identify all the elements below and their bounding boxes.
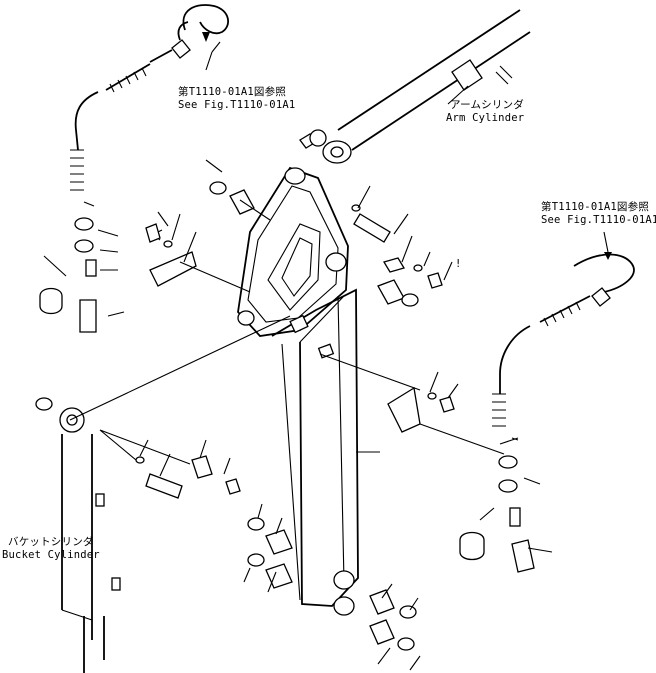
ref-top-label-jp: 第T1110-01A1図参照 (178, 86, 287, 98)
bracket-left (145, 211, 197, 287)
ref-top-label-en: See Fig.T1110-01A1 (178, 99, 296, 111)
pin-bolt-lower-left (135, 439, 241, 499)
bracket-right (387, 371, 459, 433)
hole-mark: ! (455, 258, 462, 270)
fittings-left (39, 217, 125, 333)
arm-body (237, 166, 359, 616)
hose-right (459, 253, 635, 573)
arm-cylinder (299, 9, 531, 164)
leader-lines (69, 32, 612, 465)
bushings-upper (205, 129, 419, 307)
ref-right-label-en: See Fig.T1110-01A1 (541, 214, 656, 226)
bucket-cylinder-label-en: Bucket Cylinder (2, 549, 100, 561)
arm-cylinder-label-jp: アームシリンダ (450, 99, 524, 111)
bucket-cylinder (35, 397, 121, 673)
bushings-lower (243, 503, 421, 671)
pin-bolt-right (351, 185, 453, 289)
hose-upper-left (70, 4, 229, 191)
arm-cylinder-label-en: Arm Cylinder (446, 112, 525, 124)
ref-right-label-jp: 第T1110-01A1図参照 (541, 201, 650, 213)
bucket-cylinder-label-jp: バケットシリンダ (8, 536, 94, 548)
